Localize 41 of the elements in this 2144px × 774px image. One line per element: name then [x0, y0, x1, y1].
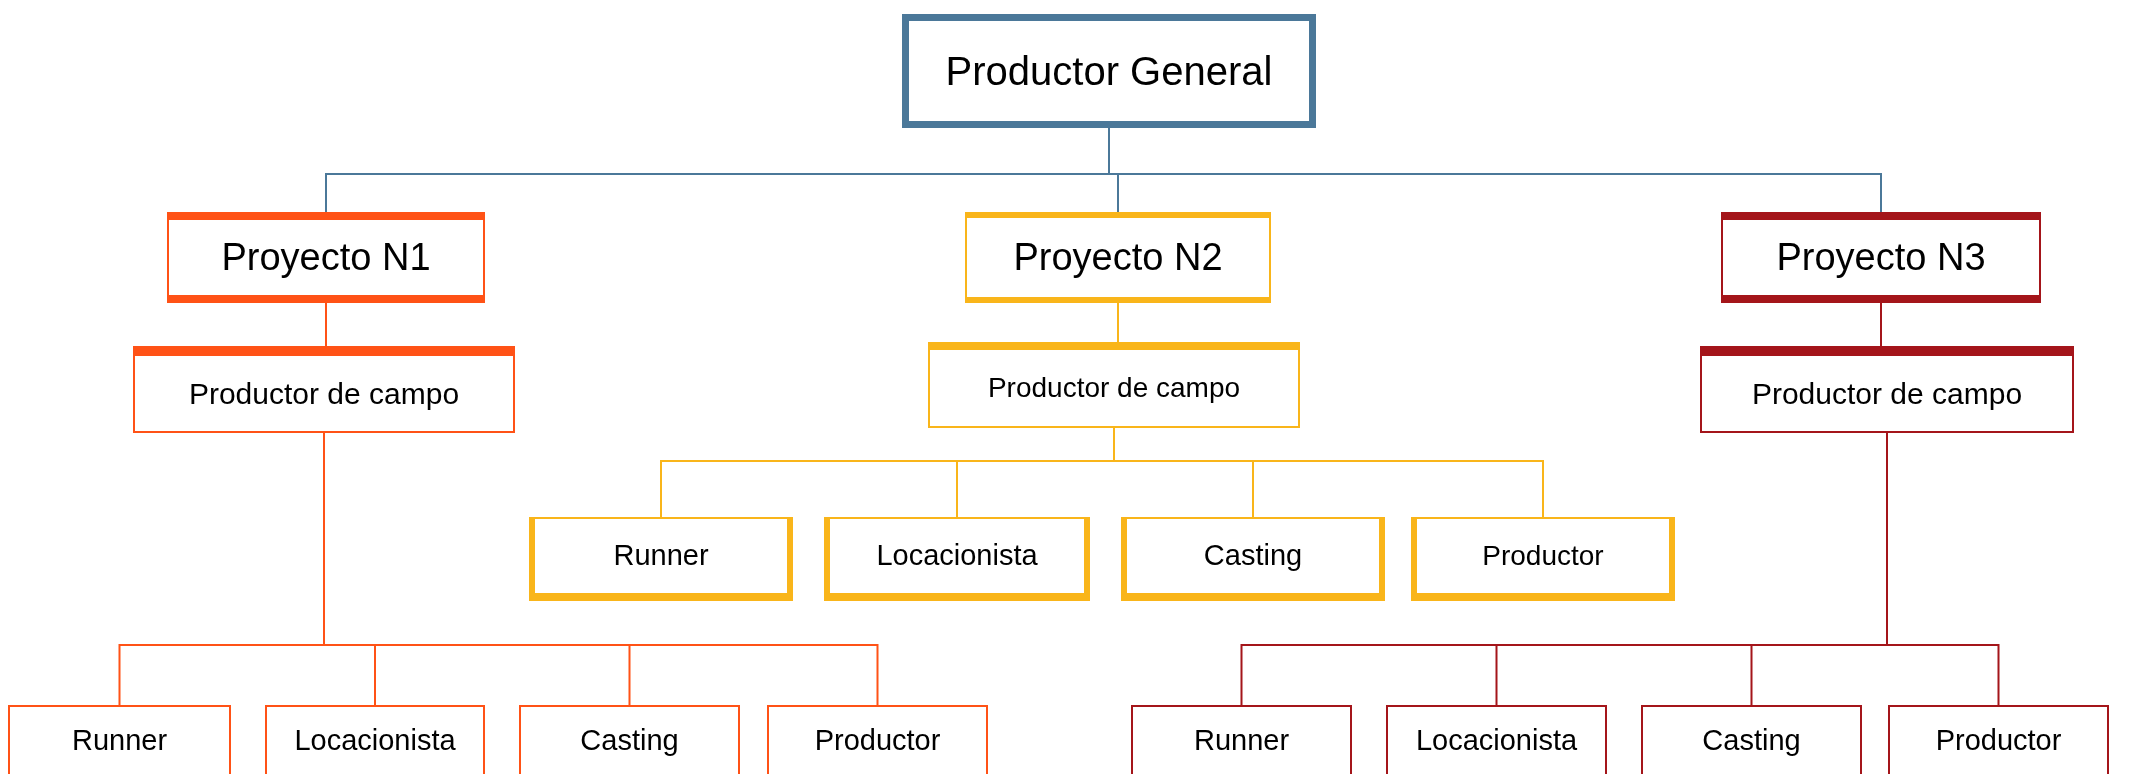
org-box — [529, 517, 793, 601]
connector-line — [325, 302, 327, 347]
org-box — [824, 517, 1090, 601]
role-label: Productor — [1482, 539, 1604, 573]
role-label: Runner — [71, 722, 168, 758]
org-box — [965, 212, 1271, 303]
role-label: Runner — [1193, 722, 1290, 758]
role-label: Productor General — [945, 48, 1273, 95]
role-label: Productor — [1935, 722, 2062, 758]
org-box — [167, 212, 485, 303]
org-box — [928, 342, 1300, 428]
org-box — [1641, 705, 1862, 774]
org-box — [1888, 705, 2109, 774]
role-label: Casting — [1702, 722, 1801, 758]
org-box — [767, 705, 988, 774]
role-label: Proyecto N2 — [1013, 235, 1223, 280]
role-label: Productor — [814, 722, 941, 758]
org-box — [1386, 705, 1607, 774]
org-box — [519, 705, 740, 774]
role-label: Runner — [613, 538, 709, 574]
role-label: Locacionista — [1415, 722, 1578, 758]
org-box — [1721, 212, 2041, 303]
role-label: Casting — [580, 722, 679, 758]
org-box — [1411, 517, 1675, 601]
role-label: Productor de campo — [987, 371, 1241, 405]
role-label: Proyecto N3 — [1776, 235, 1986, 280]
connector-line — [1117, 302, 1119, 343]
role-label: Casting — [1203, 538, 1303, 574]
org-box — [1121, 517, 1385, 601]
org-box — [1131, 705, 1352, 774]
role-label: Productor de campo — [1751, 376, 2023, 412]
role-label: Proyecto N1 — [221, 235, 431, 280]
role-label: Locacionista — [876, 538, 1038, 574]
org-box — [133, 346, 515, 433]
role-label: Locacionista — [294, 722, 456, 758]
org-box — [1700, 346, 2074, 433]
org-box — [902, 14, 1316, 128]
org-box — [8, 705, 231, 774]
org-box — [265, 705, 485, 774]
role-label: Productor de campo — [188, 376, 460, 412]
connector-line — [1880, 302, 1882, 347]
